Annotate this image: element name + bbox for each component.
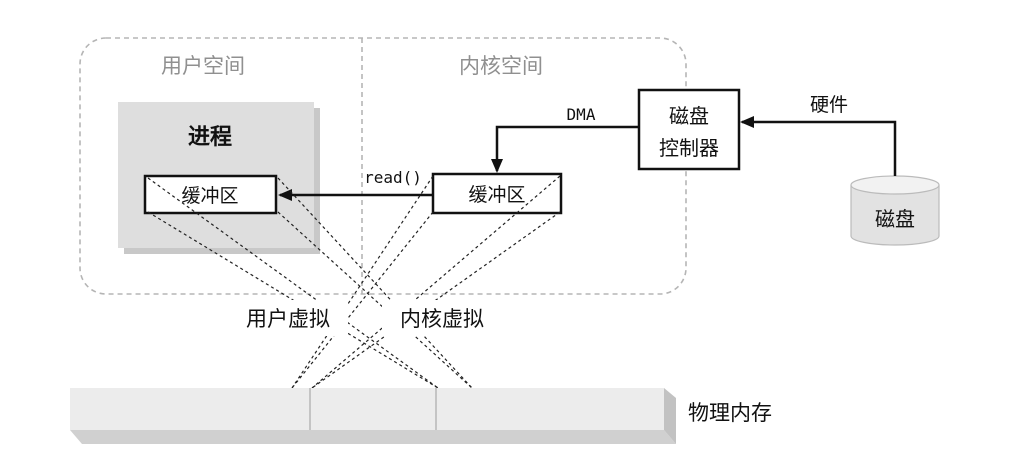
hardware-label: 硬件 [810, 94, 848, 116]
physical-memory-label: 物理内存 [688, 401, 772, 425]
user-buffer-label: 缓冲区 [181, 185, 238, 207]
dma-label: DMA [567, 105, 596, 124]
kernel-buffer-label: 缓冲区 [468, 184, 525, 206]
disk-controller-line1: 磁盘 [669, 104, 709, 128]
kernel-virtual-label: 内核虚拟 [400, 307, 484, 331]
hardware-arrow [740, 116, 897, 176]
user-virtual-label: 用户虚拟 [246, 307, 330, 331]
physical-memory-bar [70, 388, 676, 444]
disk-icon [850, 175, 940, 246]
disk-controller-line2: 控制器 [659, 136, 719, 160]
read-label: read() [364, 168, 422, 187]
kernel-space-label: 内核空间 [459, 54, 543, 78]
user-virtual-label-bg [228, 300, 348, 336]
disk-label: 磁盘 [875, 207, 915, 231]
user-buffer-box [143, 174, 278, 215]
dma-arrow [491, 125, 639, 173]
kernel-virtual-label-bg [382, 300, 502, 336]
disk-controller-box [637, 88, 741, 171]
process-title: 进程 [188, 125, 232, 150]
user-space-label: 用户空间 [161, 54, 245, 78]
